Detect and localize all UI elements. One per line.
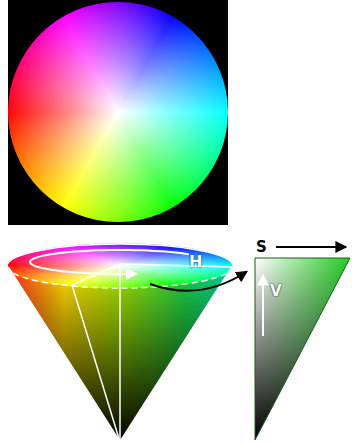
value-arrow <box>262 276 264 336</box>
value-label: V <box>270 284 282 299</box>
hue-arrow <box>30 250 189 274</box>
saturation-label: S <box>256 240 267 255</box>
color-wheel <box>8 2 228 222</box>
sv-triangle <box>255 258 350 440</box>
saturation-arrow <box>276 246 345 248</box>
hue-label: H <box>189 254 202 270</box>
section-arrow <box>150 272 246 291</box>
